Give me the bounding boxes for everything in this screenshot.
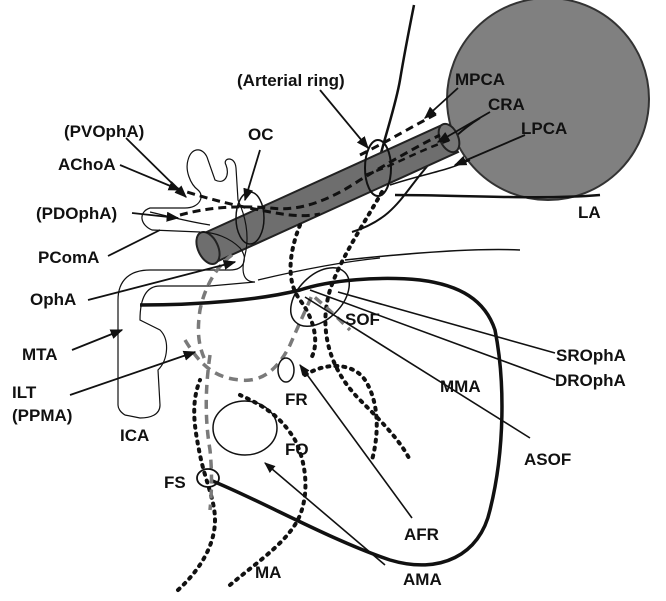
arrow-mta (71, 329, 124, 351)
orbital-line-lower (344, 248, 521, 261)
arrow-dropha (309, 289, 556, 381)
label-dropha: DROphA (555, 371, 626, 390)
sof-foramen (290, 267, 350, 327)
label-mpca: MPCA (455, 70, 505, 89)
arrow-afr (299, 364, 413, 519)
gray-dashed-ama (204, 354, 214, 511)
label-ama: AMA (403, 570, 442, 589)
label-oc: OC (248, 125, 274, 144)
orbit-roof-line (394, 193, 601, 199)
label-mta: MTA (22, 345, 58, 364)
dotted-mma-upper (323, 190, 412, 462)
fo-foramen (212, 400, 278, 456)
dotted-opha-path (288, 223, 318, 362)
dotted-fr-path (303, 363, 379, 462)
label-cra: CRA (488, 95, 525, 114)
arrow-lpca (453, 134, 526, 166)
ica-vessel (117, 149, 256, 419)
arrow-sropha (337, 291, 556, 354)
dotted-ma-path (176, 378, 218, 592)
arterial-ring (364, 139, 392, 197)
arrow-mpca (424, 87, 459, 119)
label-ma: MA (255, 563, 281, 582)
eyeball (446, 0, 650, 201)
label-lpca: LPCA (521, 119, 567, 138)
dotted-ma-right (228, 393, 308, 587)
arrow-ilt (69, 350, 197, 396)
arrow-pcoma (107, 229, 161, 257)
arrow-asof (304, 296, 531, 439)
fr-foramen (277, 357, 295, 383)
pcoma-line (149, 211, 211, 226)
label-pvopha: (PVOphA) (64, 122, 144, 141)
arrow-opha (87, 259, 237, 301)
label-la: LA (578, 203, 601, 222)
arrow-achoa (119, 164, 182, 191)
label-opha: OphA (30, 290, 76, 309)
pvopha-branch (174, 186, 321, 218)
label-asof: ASOF (524, 450, 571, 469)
label-fo: FO (285, 440, 309, 459)
ica-thin-line (257, 257, 381, 281)
label-arterial-ring: (Arterial ring) (237, 71, 345, 90)
label-pdopha: (PDOphA) (36, 204, 117, 223)
label-fr: FR (285, 390, 308, 409)
pdopha-branch (179, 133, 441, 217)
arrow-pdopha (131, 211, 180, 222)
label-pcoma: PComA (38, 248, 99, 267)
label-afr: AFR (404, 525, 439, 544)
label-sropha: SROphA (556, 346, 626, 365)
arrow-oc (243, 149, 261, 202)
label-mma: MMA (440, 377, 481, 396)
arrow-cra (436, 111, 491, 143)
gray-dashed-ilt (183, 292, 352, 382)
upper-nerve-line (351, 117, 481, 233)
label-ilt: ILT (12, 383, 37, 402)
arrow-ama (264, 462, 386, 566)
fs-foramen (196, 468, 220, 488)
label-ppma: (PPMA) (12, 406, 72, 425)
label-sof: SOF (345, 310, 380, 329)
label-fs: FS (164, 473, 186, 492)
fossa-outline (139, 276, 504, 567)
label-ica: ICA (120, 426, 149, 445)
label-achoa: AChoA (58, 155, 116, 174)
arrow-arterial-ring (319, 89, 369, 149)
